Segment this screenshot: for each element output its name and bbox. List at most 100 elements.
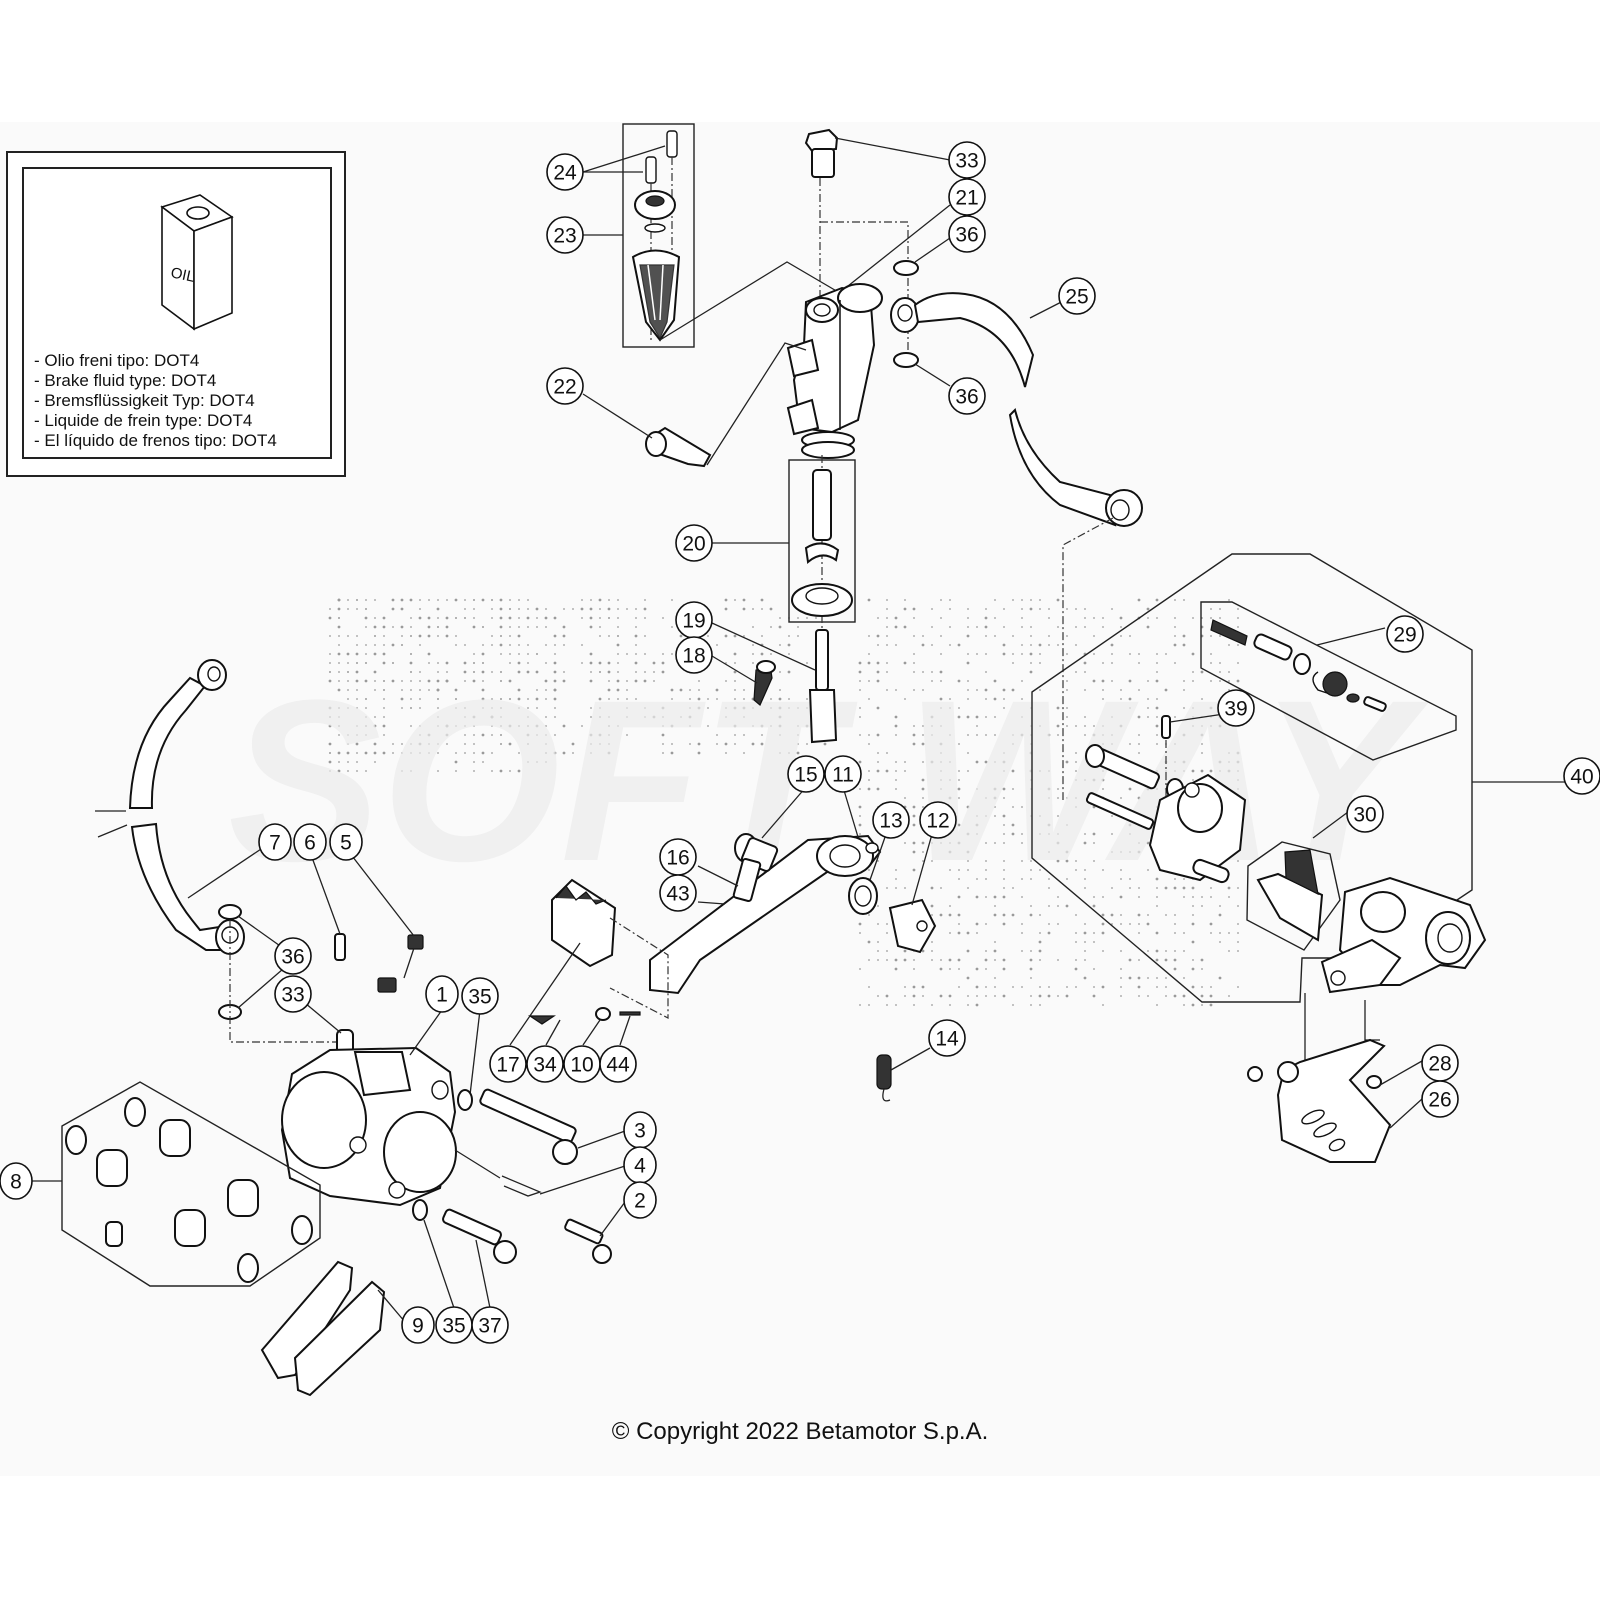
watermark-dot: [527, 743, 529, 745]
watermark-dot: [994, 842, 996, 844]
watermark-dot: [401, 770, 403, 772]
watermark-dot: [1039, 914, 1041, 916]
callout-circle: [919, 801, 957, 839]
callout-11: 11: [824, 755, 862, 793]
callout-circle: [293, 823, 327, 861]
watermark-dot: [1174, 617, 1176, 619]
watermark-dot: [761, 635, 763, 637]
watermark-dot: [455, 752, 457, 754]
callout-2: 2: [623, 1181, 657, 1219]
watermark-dot: [1210, 662, 1212, 664]
watermark-dot: [1236, 679, 1240, 683]
watermark-dot: [1083, 841, 1087, 845]
callout-19: 19: [675, 601, 713, 639]
callout-number: 23: [553, 225, 576, 248]
watermark-dot: [957, 679, 961, 683]
watermark-dot: [608, 680, 610, 682]
watermark-dot: [1128, 958, 1132, 962]
watermark-dot: [949, 644, 951, 646]
watermark-dot: [975, 715, 979, 719]
watermark-dot: [499, 643, 503, 647]
watermark-dot: [481, 751, 485, 755]
watermark-dot: [374, 626, 376, 628]
watermark-dot: [671, 743, 673, 745]
watermark-dot: [670, 724, 674, 728]
watermark-dot: [1192, 725, 1194, 727]
watermark-dot: [1065, 904, 1069, 908]
leader-15: [761, 786, 807, 839]
watermark-dot: [491, 770, 493, 772]
watermark-dot: [724, 634, 728, 638]
leader-1: [409, 1009, 443, 1056]
watermark-dot: [491, 734, 493, 736]
leader-6: [309, 851, 341, 935]
watermark-dot: [1093, 941, 1095, 943]
watermark-dot: [976, 653, 978, 655]
watermark-dot: [661, 733, 665, 737]
watermark-dot: [1120, 869, 1122, 871]
watermark-dot: [1128, 787, 1132, 791]
watermark-dot: [401, 752, 403, 754]
watermark-dot: [1102, 662, 1104, 664]
watermark-dot: [894, 958, 898, 962]
watermark-dot: [697, 697, 701, 701]
watermark-dot: [903, 607, 907, 611]
watermark-dot: [1066, 689, 1068, 691]
watermark-dot: [859, 680, 861, 682]
watermark-dot: [1021, 806, 1023, 808]
watermark-dot: [554, 662, 556, 664]
watermark-dot: [455, 698, 457, 700]
watermark-dot: [1093, 842, 1095, 844]
watermark-dot: [1210, 986, 1212, 988]
watermark-dot: [473, 653, 475, 655]
watermark-dot: [1156, 716, 1158, 718]
watermark-dot: [957, 895, 961, 899]
watermark-dot: [930, 886, 934, 890]
seal-icon: [65, 1125, 87, 1155]
watermark-dot: [1228, 761, 1230, 763]
watermark-dot: [779, 644, 781, 646]
watermark-dot: [1183, 977, 1185, 979]
watermark-dot: [482, 644, 484, 646]
watermark-dot: [1101, 931, 1105, 935]
watermark-dot: [590, 743, 592, 745]
reservoir-icon: [631, 249, 681, 342]
watermark-dot: [1192, 617, 1194, 619]
watermark-dot: [590, 671, 592, 673]
callout-number: 21: [955, 187, 978, 210]
watermark-dot: [1030, 950, 1032, 952]
watermark-dot: [491, 707, 493, 709]
watermark-dot: [356, 662, 358, 664]
watermark-dot: [1174, 635, 1176, 637]
watermark-dot: [617, 617, 619, 619]
watermark-dot: [527, 662, 529, 664]
watermark-dot: [410, 617, 412, 619]
leader-36a: [914, 237, 951, 263]
watermark-dot: [508, 679, 512, 683]
watermark-dot: [761, 734, 763, 736]
watermark-dot: [894, 967, 898, 971]
watermark-dot: [1156, 743, 1158, 745]
watermark-dot: [975, 985, 979, 989]
watermark-dot: [975, 967, 979, 971]
watermark-dot: [572, 608, 574, 610]
watermark-dot: [868, 986, 870, 988]
watermark-dot: [994, 959, 996, 961]
watermark-dot: [1128, 697, 1132, 701]
callout-18: 18: [675, 636, 713, 674]
watermark-dot: [1066, 608, 1068, 610]
watermark-dot: [1237, 788, 1239, 790]
watermark-dot: [958, 779, 960, 781]
watermark-dot: [1012, 788, 1014, 790]
watermark-dot: [779, 671, 781, 673]
watermark-dot: [1228, 896, 1230, 898]
seal-icon: [291, 1215, 313, 1245]
watermark-dot: [940, 599, 942, 601]
watermark-dot: [904, 698, 906, 700]
caliper-bolt-3-icon: [479, 1088, 578, 1165]
watermark-dot: [491, 698, 493, 700]
watermark-dot: [473, 734, 475, 736]
watermark-dot: [1065, 994, 1069, 998]
watermark-dot: [1075, 941, 1077, 943]
watermark-dot: [1173, 994, 1177, 998]
